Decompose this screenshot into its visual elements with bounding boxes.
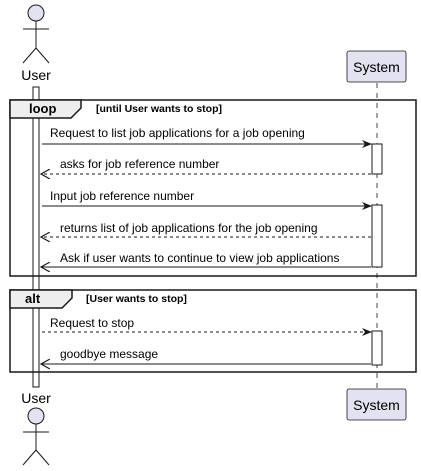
message-label: goodbye message [60,347,158,361]
system-activation-bar [371,204,383,268]
system-activation-bar [371,330,383,366]
message-label: returns list of job applications for the… [60,221,318,235]
message-goodbye: goodbye message [41,347,371,364]
actor-stick-figure-icon [22,4,50,64]
message-request-stop: Request to stop [42,316,372,336]
system-participant-bottom: System [346,388,407,421]
message-request-list: Request to list job applications for a j… [42,126,372,148]
user-lifeline [32,86,40,388]
message-asks-reference: asks for job reference number [41,157,371,174]
message-ask-continue: Ask if user wants to continue to view jo… [41,251,371,267]
user-actor-bottom: User [21,390,51,466]
message-label: asks for job reference number [60,157,219,171]
message-label: Request to list job applications for a j… [50,126,305,140]
actor-stick-figure-icon [22,407,50,466]
alt-keyword: alt [25,291,41,306]
participant-label-user-bottom: User [21,390,51,406]
loop-keyword: loop [29,101,56,116]
loop-condition: [until User wants to stop] [96,103,222,115]
alt-frame: alt [User wants to stop] [9,289,417,373]
participant-label-user-top: User [21,67,51,83]
system-activation-bar [371,143,383,175]
loop-frame: loop [until User wants to stop] [9,99,417,277]
message-label: Input job reference number [50,189,194,203]
participant-label-system-top: System [353,59,400,75]
user-actor-top: User [21,4,51,83]
system-participant-top: System [346,50,407,83]
message-returns-list: returns list of job applications for the… [41,221,371,237]
message-label: Request to stop [50,316,134,330]
participant-label-system-bottom: System [353,397,400,413]
alt-condition: [User wants to stop] [86,293,187,305]
message-input-reference: Input job reference number [42,189,372,210]
message-label: Ask if user wants to continue to view jo… [60,251,339,265]
